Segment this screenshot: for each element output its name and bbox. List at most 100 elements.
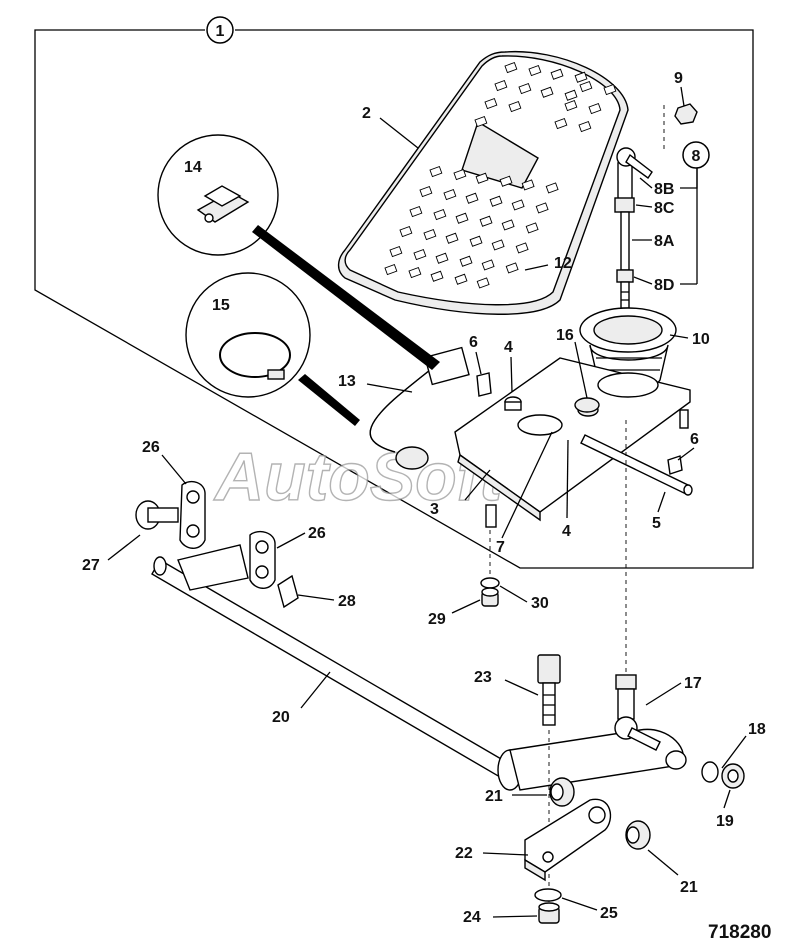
- pad-tread-dot: [455, 212, 469, 224]
- pad-tread-dot: [574, 71, 588, 83]
- pad-tread-dot: [578, 121, 592, 133]
- callout-27: 27: [82, 557, 100, 574]
- callout-7: 7: [496, 539, 505, 556]
- callout-25: 25: [600, 905, 618, 922]
- pad-tread-dot: [454, 273, 468, 285]
- pad-tread-dot: [459, 255, 473, 267]
- pad-tread-dot: [491, 239, 505, 251]
- callout-1: 1: [216, 23, 225, 40]
- pad-tread-dot: [413, 249, 427, 261]
- pad-tread-dot: [499, 175, 513, 187]
- pad-tread-dot: [501, 219, 515, 231]
- pad-tread-dot: [435, 252, 449, 264]
- detail-15: [185, 272, 360, 426]
- ball-joint-17: [614, 674, 661, 751]
- bush-21-right: [625, 820, 651, 850]
- assembly-1-boundary: [34, 29, 754, 569]
- shaft-5: [580, 434, 693, 496]
- detail-14: [157, 134, 440, 370]
- pad-tread-dot: [489, 195, 503, 207]
- callout-10: 10: [692, 331, 710, 348]
- pad-tread-dot: [515, 242, 529, 254]
- pad-tread-dot: [430, 270, 444, 282]
- callout-28: 28: [338, 593, 356, 610]
- pad-tread-dot: [399, 226, 413, 238]
- callout-17: 17: [684, 675, 702, 692]
- pad-tread-dot: [540, 86, 554, 98]
- pad-tread-dot: [408, 267, 422, 279]
- callout-29: 29: [428, 611, 446, 628]
- callout-2: 2: [362, 105, 371, 122]
- nut-24: [538, 902, 560, 924]
- washer-26-left: [179, 480, 206, 549]
- callout-18: 18: [748, 721, 766, 738]
- pivot-16: [574, 397, 600, 413]
- pad-tread-dot: [433, 209, 447, 221]
- callout-24: 24: [463, 909, 481, 926]
- leader-lines: [107, 86, 747, 918]
- rod-8-assembly: [614, 147, 653, 331]
- bush-21-left: [549, 777, 575, 807]
- pad-tread-dot: [465, 192, 479, 204]
- callout-6-upper: 6: [469, 334, 478, 351]
- pad-tread-dot: [443, 189, 457, 201]
- pad-tread-dot: [384, 264, 398, 276]
- pad-tread-dot: [518, 83, 532, 95]
- callout-12: 12: [554, 255, 572, 272]
- callout-23: 23: [474, 669, 492, 686]
- pad-tread-dot: [535, 202, 549, 214]
- watermark: AutoSoft: [213, 439, 504, 515]
- pad-tread-dot: [469, 235, 483, 247]
- callout-4-lower: 4: [562, 523, 571, 540]
- pad-tread-dot: [505, 262, 519, 274]
- callout-30: 30: [531, 595, 549, 612]
- callout-8A: 8A: [654, 233, 675, 250]
- callout-19: 19: [716, 813, 734, 830]
- pad-tread-dot: [423, 229, 437, 241]
- pad-tread-dot: [588, 103, 602, 115]
- pad-tread-dot: [579, 81, 593, 93]
- pin-27: [135, 500, 179, 530]
- pad-tread-dot: [389, 246, 403, 258]
- pad-tread-dot: [476, 277, 490, 289]
- bolt-23: [537, 654, 561, 726]
- callout-14: 14: [184, 159, 202, 176]
- pad-tread-dot: [504, 62, 518, 74]
- drawing-number: 718280: [708, 922, 771, 943]
- callout-8C: 8C: [654, 200, 675, 217]
- nut-19: [721, 763, 745, 789]
- callout-6-right: 6: [690, 431, 699, 448]
- callout-21-right: 21: [680, 879, 698, 896]
- pad-tread-dot: [419, 186, 433, 198]
- callout-26-lower: 26: [308, 525, 326, 542]
- callout-8D: 8D: [654, 277, 674, 294]
- washer-25: [534, 888, 562, 902]
- pedal-pad: [337, 50, 629, 315]
- callout-20: 20: [272, 709, 290, 726]
- callout-9: 9: [674, 70, 683, 87]
- pad-tread-dot: [521, 179, 535, 191]
- pad-tread-dot: [554, 118, 568, 130]
- callout-26-upper: 26: [142, 439, 160, 456]
- pad-tread-dot: [475, 172, 489, 184]
- pad-tread-dot: [409, 206, 423, 218]
- pad-tread-dot: [481, 259, 495, 271]
- pad-tread-dot: [528, 65, 542, 77]
- callout-5: 5: [652, 515, 661, 532]
- bush-4-upper: [504, 396, 522, 411]
- washer-26-right: [249, 530, 276, 589]
- pad-tread-dot: [564, 89, 578, 101]
- clip-6-left: [476, 372, 492, 397]
- callout-circle-8: [682, 141, 710, 169]
- lever-arm: [509, 728, 687, 791]
- pad-tread-dot: [479, 215, 493, 227]
- pad-tread-dot: [484, 98, 498, 110]
- pad-tread-dot: [474, 116, 488, 128]
- callout-21-left: 21: [485, 788, 503, 805]
- pad-tread-dot: [564, 100, 578, 112]
- callout-circle-1: [206, 16, 234, 44]
- cable-13: [369, 346, 470, 470]
- bracket-22: [524, 798, 612, 882]
- pad-tread-dot: [545, 182, 559, 194]
- pad-tread-dot: [550, 68, 564, 80]
